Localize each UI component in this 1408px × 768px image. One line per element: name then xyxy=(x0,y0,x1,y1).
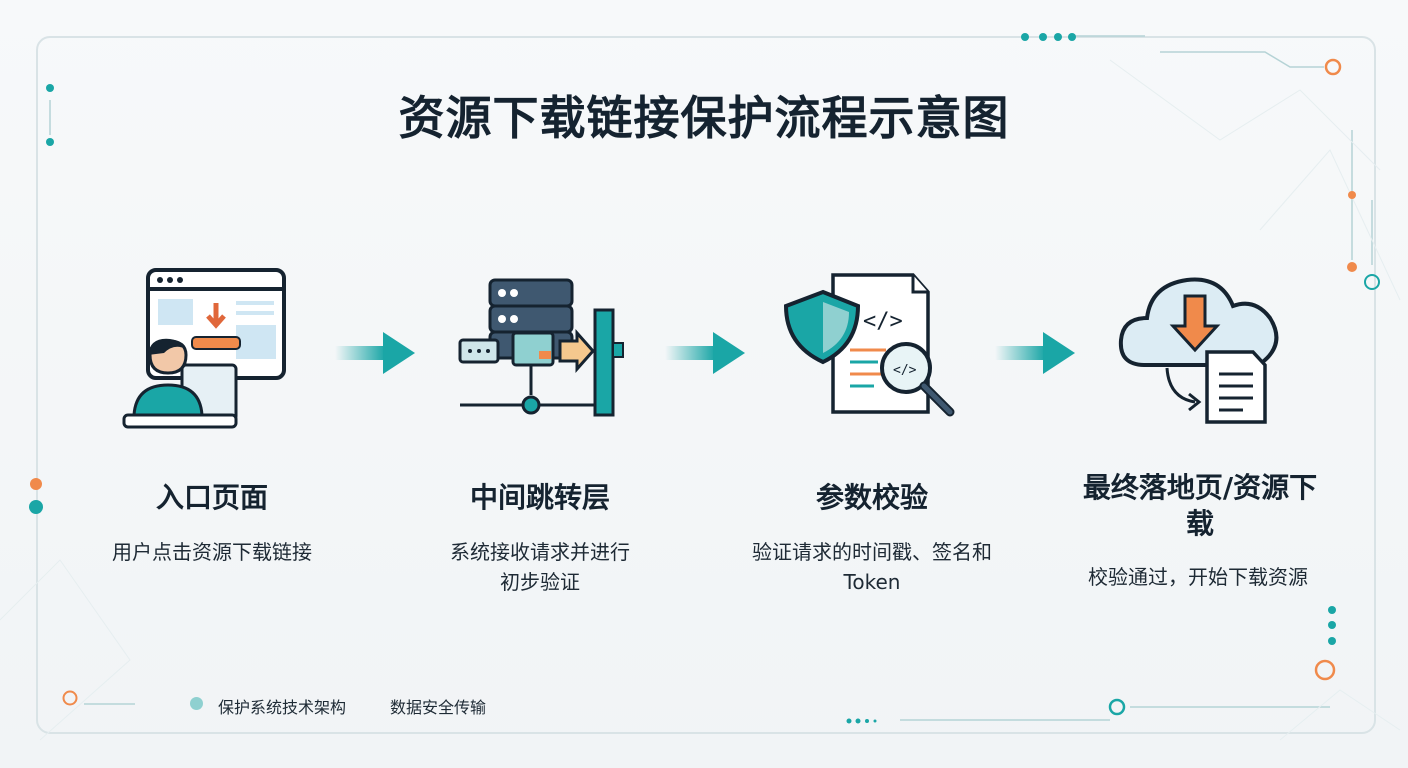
cloud-download-document-icon xyxy=(1118,277,1279,424)
svg-text:</>: </> xyxy=(863,309,903,334)
step-4-title: 最终落地页/资源下载 xyxy=(1082,471,1318,540)
step-2-title: 中间跳转层 xyxy=(469,481,610,514)
legend-dot xyxy=(190,697,203,710)
browser-user-icon xyxy=(122,268,286,429)
step-3-desc: 验证请求的时间戳、签名和Token xyxy=(752,540,992,594)
svg-text:</>: </> xyxy=(893,363,917,378)
flow-arrow xyxy=(665,332,745,374)
step-1-desc: 用户点击资源下载链接 xyxy=(112,540,312,564)
flow-arrow xyxy=(335,332,415,374)
step-4-desc: 校验通过，开始下载资源 xyxy=(1088,565,1308,589)
shield-code-magnifier-icon: </> </> xyxy=(783,273,955,417)
step-1-title: 入口页面 xyxy=(155,481,268,514)
flow-arrow xyxy=(995,332,1075,374)
legend-item-architecture: 保护系统技术架构 xyxy=(218,698,347,717)
outer-frame xyxy=(36,36,1376,734)
server-gate-icon xyxy=(458,278,624,417)
step-3-title: 参数校验 xyxy=(815,481,928,514)
step-2-desc: 系统接收请求并进行初步验证 xyxy=(450,540,630,594)
legend-item-transfer: 数据安全传输 xyxy=(390,698,487,717)
page-title: 资源下载链接保护流程示意图 xyxy=(398,91,1010,145)
